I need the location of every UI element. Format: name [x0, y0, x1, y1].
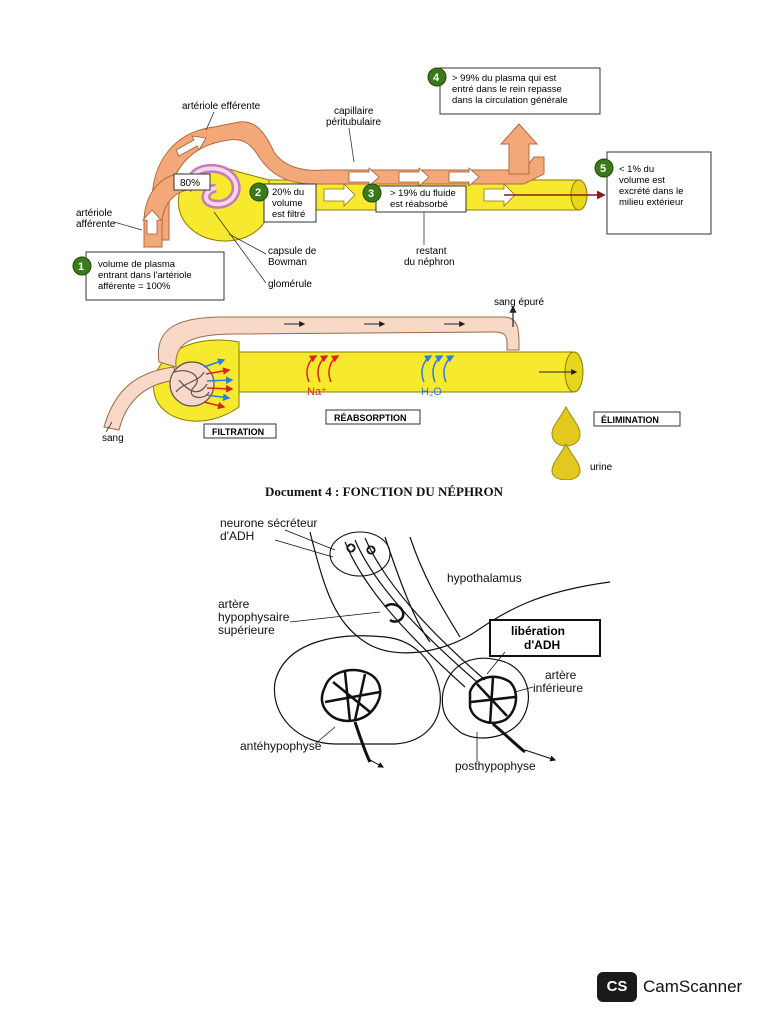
step-3: 3 > 19% du fluide est réabsorbé — [362, 183, 467, 213]
step-5-line: excrété dans le — [619, 186, 683, 197]
label-neurone-2: d'ADH — [220, 529, 254, 543]
hypothalamus-outline — [309, 531, 610, 654]
label-afferente: afférente — [76, 219, 116, 230]
antehypophyse-shape — [273, 635, 441, 745]
step-3-line: est réabsorbé — [390, 199, 448, 210]
document-caption: Document 4 : FONCTION DU NÉPHRON — [265, 484, 503, 499]
step-1-number: 1 — [78, 261, 84, 273]
camscanner-watermark: CS CamScanner — [597, 972, 757, 1006]
stage-filtration-label: FILTRATION — [212, 427, 264, 437]
step-4: 4 > 99% du plasma qui est entré dans le … — [427, 67, 601, 115]
liberation-adh-box: libération d'ADH — [489, 619, 601, 657]
step-5-number: 5 — [600, 163, 606, 175]
label-80pct: 80% — [180, 178, 200, 189]
label-restant: restant — [416, 246, 447, 257]
label-antehypophyse: antéhypophyse — [240, 739, 322, 753]
stage-elimination: ÉLIMINATION — [593, 411, 681, 427]
label-bowman: Bowman — [268, 257, 307, 268]
label-artere-sup-3: supérieure — [218, 623, 275, 637]
label-capillaire: capillaire — [334, 106, 374, 117]
portal-capillaries — [320, 603, 518, 725]
step-2-number: 2 — [255, 187, 261, 199]
neuron-cells — [329, 531, 391, 577]
step-5: 5 < 1% du volume est excrété dans le mil… — [594, 151, 712, 235]
liberation-line-2: d'ADH — [524, 638, 560, 652]
camscanner-logo: CS — [597, 972, 637, 1002]
step-5-line: < 1% du — [619, 164, 654, 175]
label-posthypophyse: posthypophyse — [455, 759, 536, 773]
step-1: 1 volume de plasma entrant dans l'artéri… — [72, 251, 225, 301]
step-5-line: milieu extérieur — [619, 197, 683, 208]
label-artere-inf-1: artère — [545, 668, 577, 682]
label-arteriole: artériole — [76, 208, 113, 219]
step-4-line: dans la circulation générale — [452, 95, 568, 106]
step-3-line: > 19% du fluide — [390, 188, 456, 199]
label-artere-sup-2: hypophysaire — [218, 610, 290, 624]
step-2-line: volume — [272, 198, 303, 209]
stage-reabsorption: RÉABSORPTION — [325, 409, 421, 425]
step-2-line: est filtré — [272, 209, 305, 220]
stage-reabsorption-label: RÉABSORPTION — [334, 413, 407, 423]
tubule-flow-arrows — [323, 183, 516, 207]
liberation-line-1: libération — [511, 624, 565, 638]
lower-glomerulus — [169, 361, 215, 407]
nephron-diagram: artériole efférente capillaire péritubul… — [72, 67, 712, 480]
label-hypothalamus: hypothalamus — [447, 571, 522, 585]
pituitary-diagram: neurone sécréteur d'ADH hypothalamus art… — [218, 516, 610, 773]
label-arteriole-efferente: artériole efférente — [182, 101, 261, 112]
step-5-line: volume est — [619, 175, 665, 186]
label-sang-epure: sang épuré — [494, 297, 544, 308]
filtration-arrows — [203, 358, 234, 410]
step-2: 2 20% du volume est filtré — [249, 182, 317, 223]
step-4-line: > 99% du plasma qui est — [452, 73, 557, 84]
label-du-nephron: du néphron — [404, 257, 455, 268]
label-artere-sup-1: artère — [218, 597, 250, 611]
step-1-line: afférente = 100% — [98, 281, 171, 292]
label-sang: sang — [102, 433, 124, 444]
pct80-box — [173, 173, 211, 191]
step-2-line: 20% du — [272, 187, 304, 198]
label-capsule: capsule de — [268, 246, 317, 257]
urine-drop-1 — [551, 405, 581, 447]
label-artere-inf-2: inférieure — [533, 681, 583, 695]
label-na: Na⁺ — [307, 386, 327, 398]
step-1-line: entrant dans l'artériole — [98, 270, 192, 281]
reabsorption-arrows — [306, 355, 455, 383]
step-4-number: 4 — [433, 72, 440, 84]
efferent-capillary-tube — [151, 121, 545, 241]
leader-lines — [274, 529, 534, 762]
stage-elimination-label: ÉLIMINATION — [601, 415, 659, 425]
step-3-number: 3 — [368, 188, 374, 200]
posthypophyse-shape — [441, 657, 529, 739]
step-1-line: volume de plasma — [98, 259, 176, 270]
step-4-line: entré dans le rein repasse — [452, 84, 562, 95]
stage-filtration: FILTRATION — [203, 423, 277, 439]
label-peritubulaire: péritubulaire — [326, 117, 381, 128]
urine-drop-2 — [551, 442, 581, 480]
capillary-flow-arrows — [142, 135, 480, 235]
label-glomerule: glomérule — [268, 279, 312, 290]
lower-tubule — [233, 351, 575, 393]
label-h2o: H₂O — [421, 386, 442, 398]
camscanner-text: CamScanner — [643, 977, 743, 996]
label-neurone-1: neurone sécréteur — [220, 516, 317, 530]
veins — [353, 721, 526, 763]
stalk-outline — [384, 536, 431, 643]
outflow-arrows — [369, 749, 557, 768]
lower-vessel — [157, 316, 520, 368]
return-arrow — [499, 123, 539, 175]
label-urine: urine — [590, 462, 613, 473]
